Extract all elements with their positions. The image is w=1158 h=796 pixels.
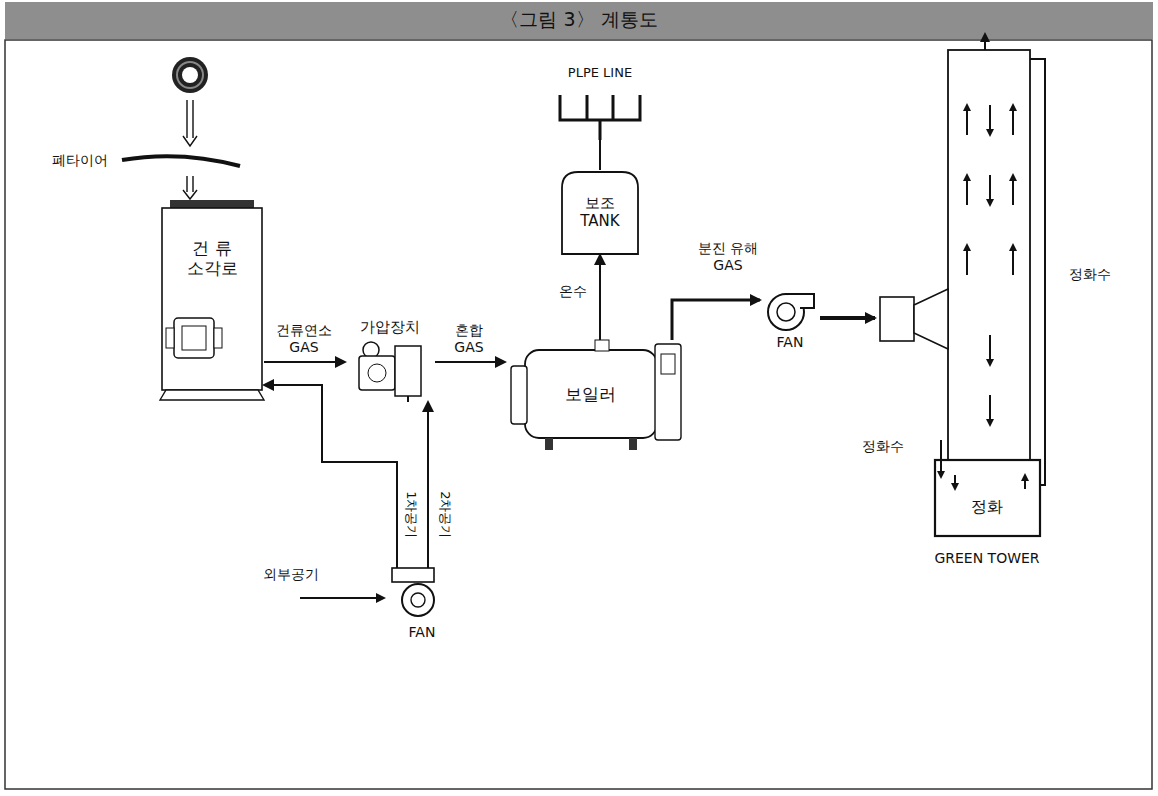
- pressurizer-device: 가압장치: [345, 318, 435, 402]
- aux-tank: 보조 TANK: [560, 170, 640, 255]
- node-text: GREEN TOWER: [902, 550, 1072, 567]
- green-tower-shape: [875, 45, 1055, 575]
- text-label: 폐타이어: [40, 152, 120, 169]
- flow-connector: [599, 140, 601, 170]
- pipe-line: PLPE LINE: [550, 65, 650, 140]
- node-text: 정화: [942, 497, 1032, 516]
- edge-label: 분진 유해 GAS: [686, 240, 770, 274]
- flow-connector: [435, 361, 505, 363]
- flow-connector: [427, 402, 429, 568]
- flow-connector: [264, 361, 345, 363]
- flow-connector: [820, 316, 875, 320]
- edge-label: 1차공기: [404, 491, 420, 538]
- text-label: 정화수: [1058, 266, 1122, 283]
- air-inlet-arrow: [300, 597, 384, 599]
- figure-title: 〈그림 3〉 계통도: [5, 8, 1153, 31]
- node-text: FAN: [390, 624, 455, 641]
- flow-connector: [599, 255, 601, 340]
- edge-label: 건류연소 GAS: [266, 322, 342, 356]
- edge-label: 2차공기: [438, 491, 454, 538]
- exhaust-arrow: [984, 34, 986, 50]
- flow-connector: [672, 300, 760, 340]
- frame: [5, 40, 1152, 789]
- tire-strip: [122, 156, 240, 166]
- tire-icon: [172, 57, 208, 93]
- incinerator-box-shape: [160, 200, 264, 400]
- text-label: 정화수: [852, 438, 914, 455]
- node-text: 건 류 소각로: [183, 238, 241, 279]
- node-text: PLPE LINE: [550, 65, 650, 81]
- feed-arrows: [183, 100, 197, 199]
- node-text: 보조 TANK: [575, 194, 625, 230]
- incinerator-box: 건 류 소각로: [160, 200, 264, 400]
- text-label: 외부공기: [256, 566, 326, 583]
- fan: FAN: [390, 568, 455, 644]
- node-text: 보일러: [535, 384, 645, 404]
- node-text: 가압장치: [345, 318, 435, 336]
- fan: FAN: [760, 282, 820, 354]
- boiler-box: 보일러: [505, 340, 685, 450]
- flow-connector: [264, 385, 397, 568]
- edge-label: 혼합 GAS: [440, 322, 498, 356]
- green-tower: 정화GREEN TOWER: [875, 45, 1055, 575]
- edge-label: 온수: [554, 283, 592, 300]
- node-text: FAN: [760, 334, 820, 351]
